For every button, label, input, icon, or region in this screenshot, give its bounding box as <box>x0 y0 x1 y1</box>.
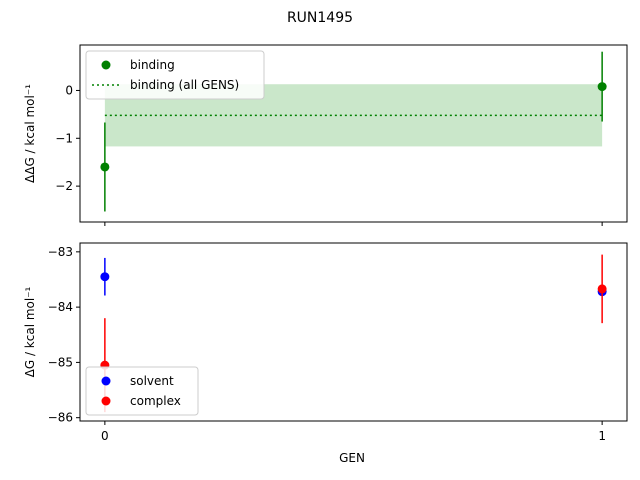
binding-panel: −2 −1 0 ΔΔG / kcal mol⁻¹ binding binding (all… <box>23 44 628 226</box>
legend-label: binding (all GENS) <box>130 78 239 92</box>
y-tick-label: −84 <box>48 300 73 314</box>
y-tick-label: −83 <box>48 245 73 259</box>
legend-box <box>85 366 199 416</box>
y-tick-label: −85 <box>48 355 73 369</box>
y-tick-label: 0 <box>65 83 73 97</box>
legend-label: solvent <box>130 374 174 388</box>
figure-title: RUN1495 <box>287 10 353 26</box>
energy-panel: −86 −85 −84 −83 0 1 ΔG / kcal mol⁻¹ solvent comp… <box>23 242 628 443</box>
y-tick-label: −2 <box>55 179 73 193</box>
y-axis-label: ΔΔG / kcal mol⁻¹ <box>23 84 37 183</box>
y-axis-label: ΔG / kcal mol⁻¹ <box>23 286 37 377</box>
y-tick-label: −1 <box>55 131 73 145</box>
x-tick-label: 0 <box>101 429 109 443</box>
legend-marker <box>101 376 111 386</box>
axes-frame <box>79 242 628 422</box>
y-tick-label: −86 <box>48 411 73 425</box>
legend-label: binding <box>130 58 175 72</box>
x-axis-label: GEN <box>339 451 365 465</box>
data-point <box>100 162 110 172</box>
data-point <box>100 272 110 282</box>
legend-marker <box>101 60 111 70</box>
legend-label: complex <box>130 394 181 408</box>
data-point <box>597 82 607 92</box>
legend-marker <box>101 396 111 406</box>
data-point <box>597 284 607 294</box>
legend-box <box>85 50 265 100</box>
x-tick-label: 1 <box>598 429 606 443</box>
axes-frame <box>79 44 628 223</box>
